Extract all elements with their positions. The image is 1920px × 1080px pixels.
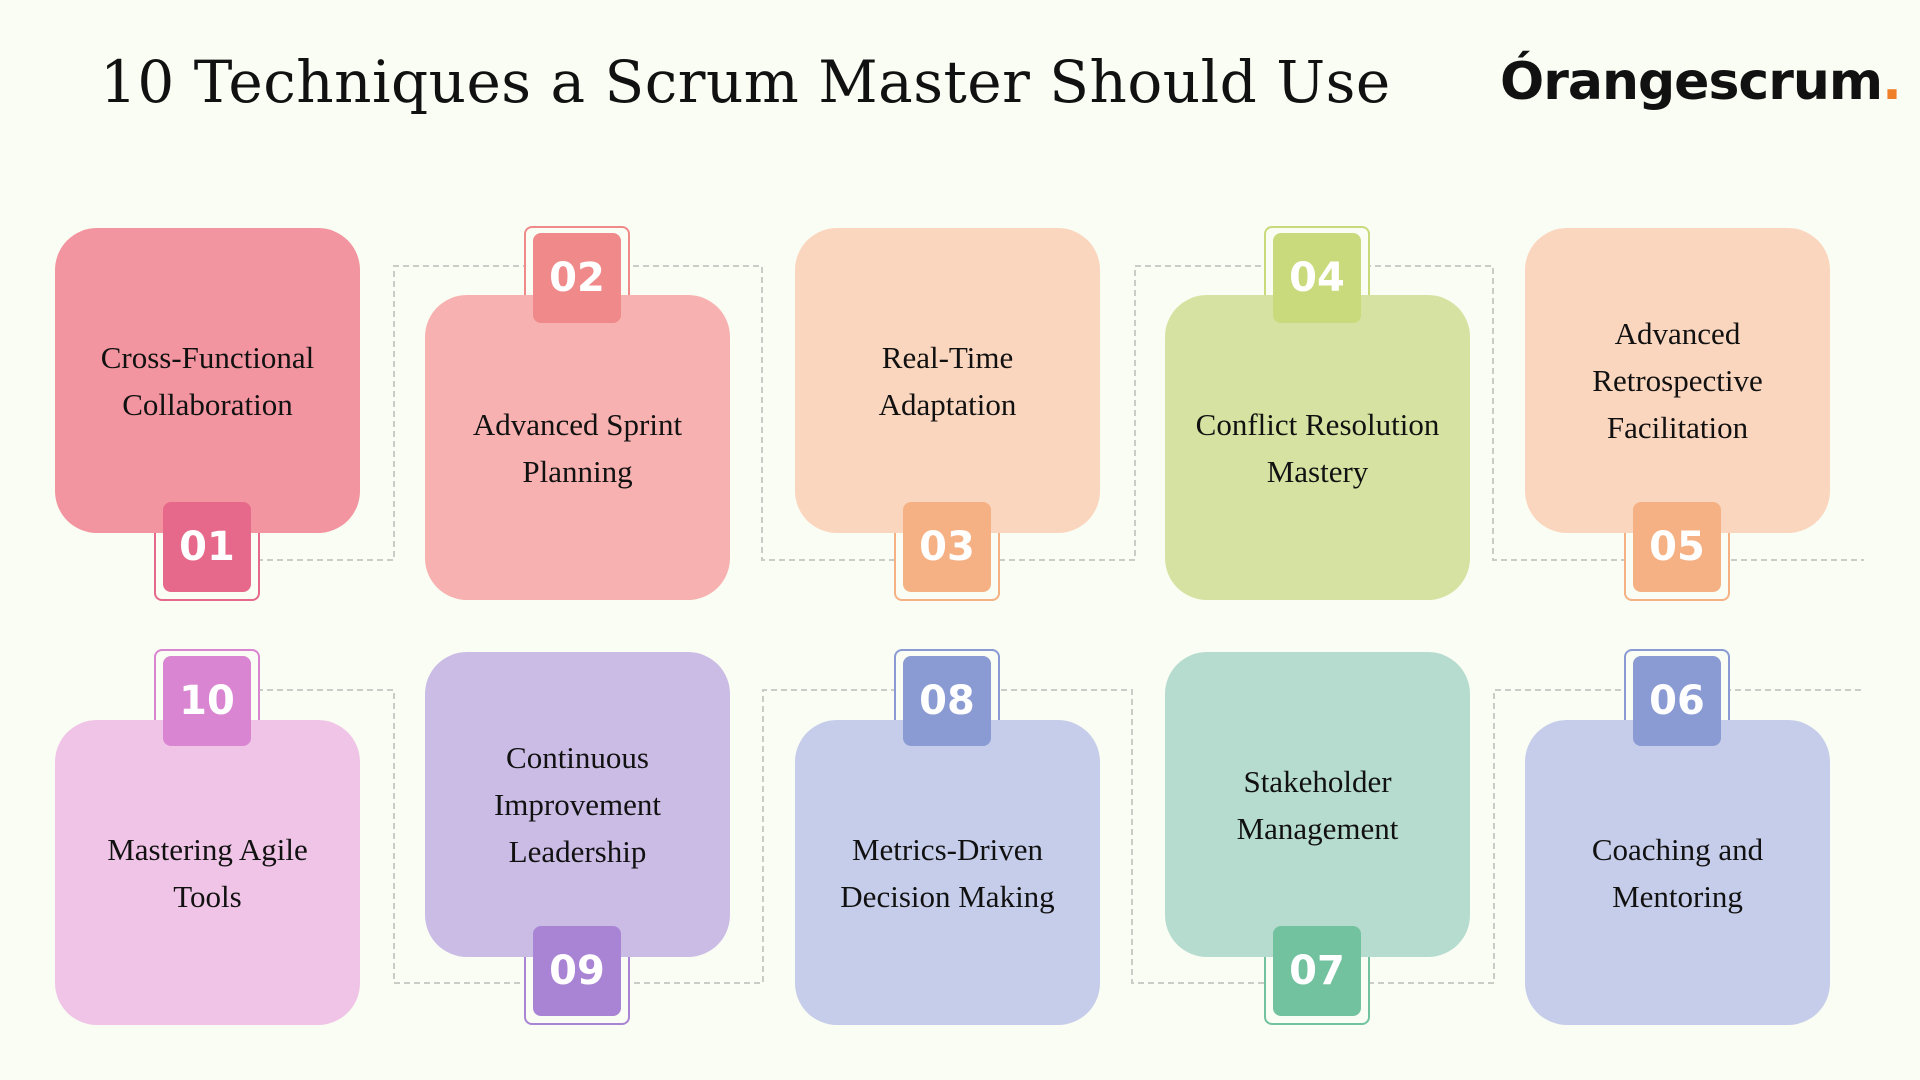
- technique-label: Real-Time Adaptation: [878, 339, 1017, 422]
- step-number-badge: 06: [1633, 656, 1721, 746]
- logo-dot: .: [1882, 52, 1902, 112]
- step-number-badge: 02: [533, 233, 621, 323]
- page-title: 10 Techniques a Scrum Master Should Use: [100, 48, 1391, 116]
- bottom-row-connector: [207, 689, 1862, 984]
- technique-label: Stakeholder Management: [1236, 763, 1399, 846]
- technique-label: Advanced Sprint Planning: [472, 406, 683, 489]
- step-number-badge: 09: [533, 926, 621, 1016]
- logo-text: Órangescrum: [1500, 52, 1883, 112]
- technique-label: Mastering Agile Tools: [107, 831, 308, 914]
- technique-label: Conflict Resolution Mastery: [1195, 406, 1440, 489]
- technique-label: Advanced Retrospective Facilitation: [1592, 316, 1763, 445]
- step-number-badge: 01: [163, 502, 251, 592]
- technique-card-07: Stakeholder Management: [1165, 652, 1470, 957]
- technique-card-02: Advanced Sprint Planning: [425, 295, 730, 600]
- technique-label: Metrics-Driven Decision Making: [840, 831, 1055, 914]
- technique-card-09: Continuous Improvement Leadership: [425, 652, 730, 957]
- technique-card-04: Conflict Resolution Mastery: [1165, 295, 1470, 600]
- technique-label: Cross-Functional Collaboration: [100, 339, 315, 422]
- technique-card-08: Metrics-Driven Decision Making: [795, 720, 1100, 1025]
- technique-card-03: Real-Time Adaptation: [795, 228, 1100, 533]
- technique-label: Coaching and Mentoring: [1591, 831, 1764, 914]
- step-number-badge: 04: [1273, 233, 1361, 323]
- step-number-badge: 08: [903, 656, 991, 746]
- technique-label: Continuous Improvement Leadership: [493, 740, 661, 869]
- step-number-badge: 10: [163, 656, 251, 746]
- technique-card-01: Cross-Functional Collaboration: [55, 228, 360, 533]
- top-row-connector: [207, 265, 1864, 561]
- orangescrum-logo: Órangescrum.: [1500, 52, 1902, 112]
- step-number-badge: 07: [1273, 926, 1361, 1016]
- technique-card-10: Mastering Agile Tools: [55, 720, 360, 1025]
- step-number-badge: 03: [903, 502, 991, 592]
- technique-card-06: Coaching and Mentoring: [1525, 720, 1830, 1025]
- step-number-badge: 05: [1633, 502, 1721, 592]
- technique-card-05: Advanced Retrospective Facilitation: [1525, 228, 1830, 533]
